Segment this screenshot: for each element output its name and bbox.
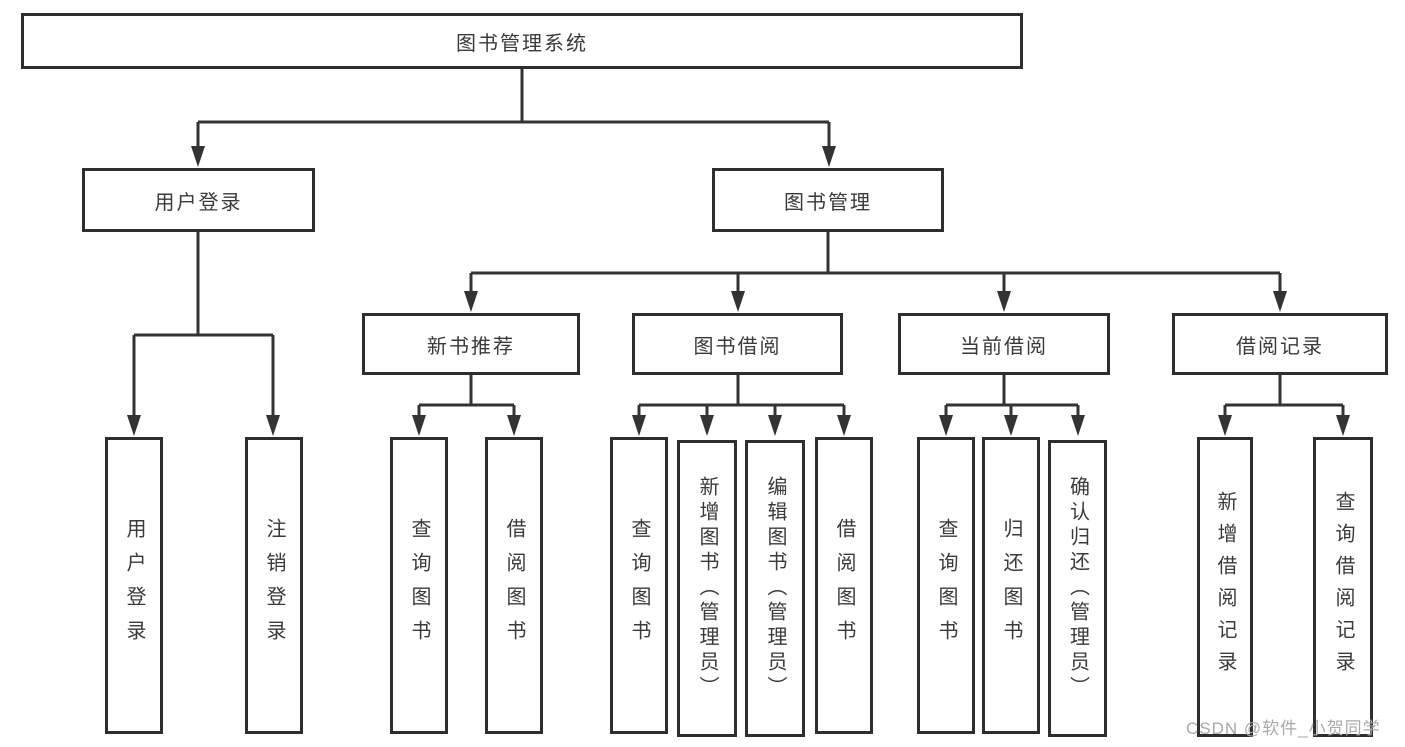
- leaf-confirm-return-admin: 确认归还（管理员）: [1048, 440, 1107, 737]
- leaf-query-borrow-record-label: 查询借阅记录: [1332, 491, 1354, 683]
- node-borrow-record-label: 借阅记录: [1236, 335, 1324, 358]
- node-current-borrow-label: 当前借阅: [960, 335, 1048, 358]
- node-current-borrow: 当前借阅: [898, 313, 1110, 375]
- leaf-confirm-return-admin-label: 确认归还（管理员）: [1066, 476, 1089, 701]
- leaf-add-borrow-record: 新增借阅记录: [1197, 437, 1253, 737]
- csdn-watermark: CSDN @软件_小贺同学: [1186, 719, 1381, 738]
- node-borrow-record: 借阅记录: [1172, 313, 1388, 375]
- leaf-return-book-label: 归还图书: [1000, 517, 1022, 654]
- arrowheads: [127, 146, 1350, 436]
- leaf-query-book-recommend: 查询图书: [390, 437, 448, 734]
- leaf-add-borrow-record-label: 新增借阅记录: [1214, 491, 1236, 683]
- node-root-system: 图书管理系统: [21, 13, 1023, 69]
- leaf-logout: 注销登录: [245, 437, 303, 734]
- leaf-query-book-current-label: 查询图书: [935, 517, 957, 654]
- leaf-return-book: 归还图书: [982, 437, 1040, 734]
- node-new-book-recommend: 新书推荐: [362, 313, 580, 375]
- leaf-user-login-label: 用户登录: [123, 517, 145, 654]
- leaf-borrow-book-recommend: 借阅图书: [485, 437, 543, 734]
- leaf-user-login: 用户登录: [105, 437, 163, 734]
- node-book-management: 图书管理: [712, 168, 944, 232]
- leaf-query-borrow-record: 查询借阅记录: [1313, 437, 1373, 737]
- node-new-book-recommend-label: 新书推荐: [427, 335, 515, 358]
- leaf-add-book-admin: 新增图书（管理员）: [677, 440, 737, 737]
- leaf-logout-label: 注销登录: [263, 517, 285, 654]
- leaf-query-book-recommend-label: 查询图书: [408, 517, 430, 654]
- leaf-borrow-book: 借阅图书: [815, 437, 873, 734]
- leaf-add-book-admin-label: 新增图书（管理员）: [696, 476, 718, 701]
- leaf-query-book-current: 查询图书: [917, 437, 975, 734]
- node-book-borrow: 图书借阅: [632, 313, 843, 375]
- node-book-borrow-label: 图书借阅: [693, 335, 782, 358]
- node-book-management-label: 图书管理: [784, 191, 872, 214]
- leaf-query-book-borrow-label: 查询图书: [628, 517, 650, 654]
- leaf-query-book-borrow: 查询图书: [610, 437, 668, 734]
- node-root-label: 图书管理系统: [456, 32, 588, 55]
- leaf-edit-book-admin-label: 编辑图书（管理员）: [764, 476, 786, 701]
- node-user-login: 用户登录: [82, 168, 315, 232]
- leaf-edit-book-admin: 编辑图书（管理员）: [745, 440, 805, 737]
- leaf-borrow-book-recommend-label: 借阅图书: [503, 517, 525, 654]
- node-user-login-label: 用户登录: [154, 191, 243, 214]
- leaf-borrow-book-label: 借阅图书: [833, 517, 855, 654]
